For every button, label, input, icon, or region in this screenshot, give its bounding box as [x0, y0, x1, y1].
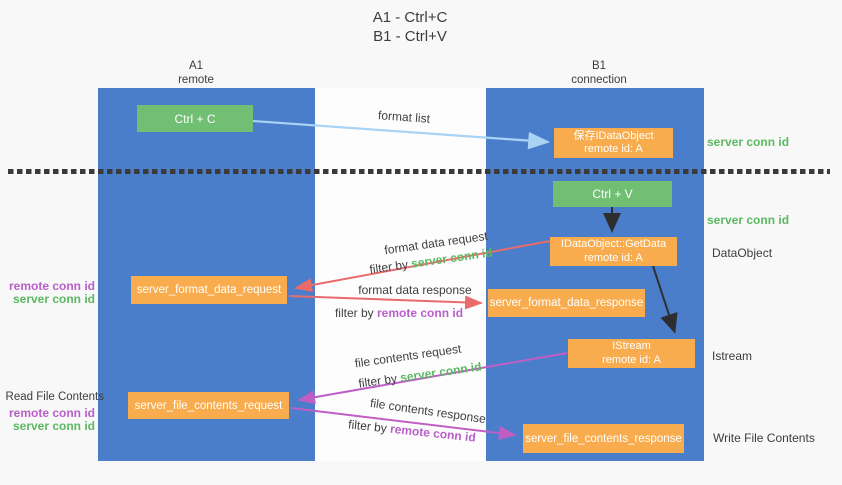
node-save-idataobject-line1: 保存IDataObject [573, 129, 654, 142]
annotation-write-file-contents: Write File Contents [713, 431, 815, 445]
node-server-file-contents-request: server_file_contents_request [128, 392, 289, 419]
node-ctrl-c-label: Ctrl + C [174, 111, 216, 126]
node-idataobject-getdata-line2: remote id: A [584, 251, 643, 264]
annotation-read-server-conn-id: server conn id [12, 419, 95, 433]
node-server-file-contents-response: server_file_contents_response [523, 424, 684, 453]
label-format-data-response-filter: filter by remote conn id [335, 306, 463, 320]
node-server-file-contents-request-label: server_file_contents_request [134, 399, 283, 412]
node-server-file-contents-response-label: server_file_contents_response [525, 432, 682, 445]
lane-b-subtitle: connection [571, 74, 627, 86]
remote-conn-id-key: remote conn id [377, 306, 464, 320]
filter-by-text: filter by [334, 306, 374, 320]
annotation-server-conn-id-mid: server conn id [707, 213, 790, 227]
annotation-read-file-contents: Read File Contents [5, 391, 104, 403]
node-server-format-data-response: server_format_data_response [488, 289, 645, 317]
annotation-left-server-conn-id: server conn id [12, 292, 95, 306]
node-save-idataobject: 保存IDataObject remote id: A [554, 128, 673, 158]
annotation-read-remote-conn-id: remote conn id [8, 406, 95, 420]
annotation-dataobject: DataObject [712, 246, 773, 260]
node-istream: IStream remote id: A [568, 339, 695, 368]
node-ctrl-v: Ctrl + V [553, 181, 672, 207]
node-ctrl-c: Ctrl + C [137, 105, 253, 132]
node-server-format-data-request-label: server_format_data_request [136, 284, 282, 296]
annotation-server-conn-id-top: server conn id [707, 135, 790, 149]
title-line-ctrl-c: A1 - Ctrl+C [372, 9, 448, 26]
title-line-ctrl-v: B1 - Ctrl+V [373, 28, 447, 45]
lane-b-id: B1 [591, 60, 607, 72]
node-idataobject-getdata: IDataObject::GetData remote id: A [550, 237, 677, 266]
label-format-data-response: format data response [358, 283, 472, 297]
copy-paste-separator-line [8, 169, 830, 174]
node-save-idataobject-line2: remote id: A [584, 143, 643, 155]
lane-a-subtitle: remote [178, 74, 214, 86]
lane-a-id: A1 [188, 60, 204, 72]
node-server-format-data-response-label: server_format_data_response [489, 297, 644, 309]
node-server-format-data-request: server_format_data_request [131, 276, 287, 304]
lane-b-header: B1 connection [539, 59, 659, 87]
annotation-left-remote-conn-id: remote conn id [8, 279, 95, 293]
lane-a-header: A1 remote [136, 59, 256, 87]
node-istream-line2: remote id: A [602, 353, 661, 366]
node-ctrl-v-label: Ctrl + V [592, 187, 633, 201]
diagram-title: A1 - Ctrl+C B1 - Ctrl+V [300, 8, 520, 46]
node-istream-line1: IStream [612, 340, 651, 352]
annotation-istream: Istream [712, 349, 753, 363]
node-idataobject-getdata-line1: IDataObject::GetData [560, 238, 667, 250]
